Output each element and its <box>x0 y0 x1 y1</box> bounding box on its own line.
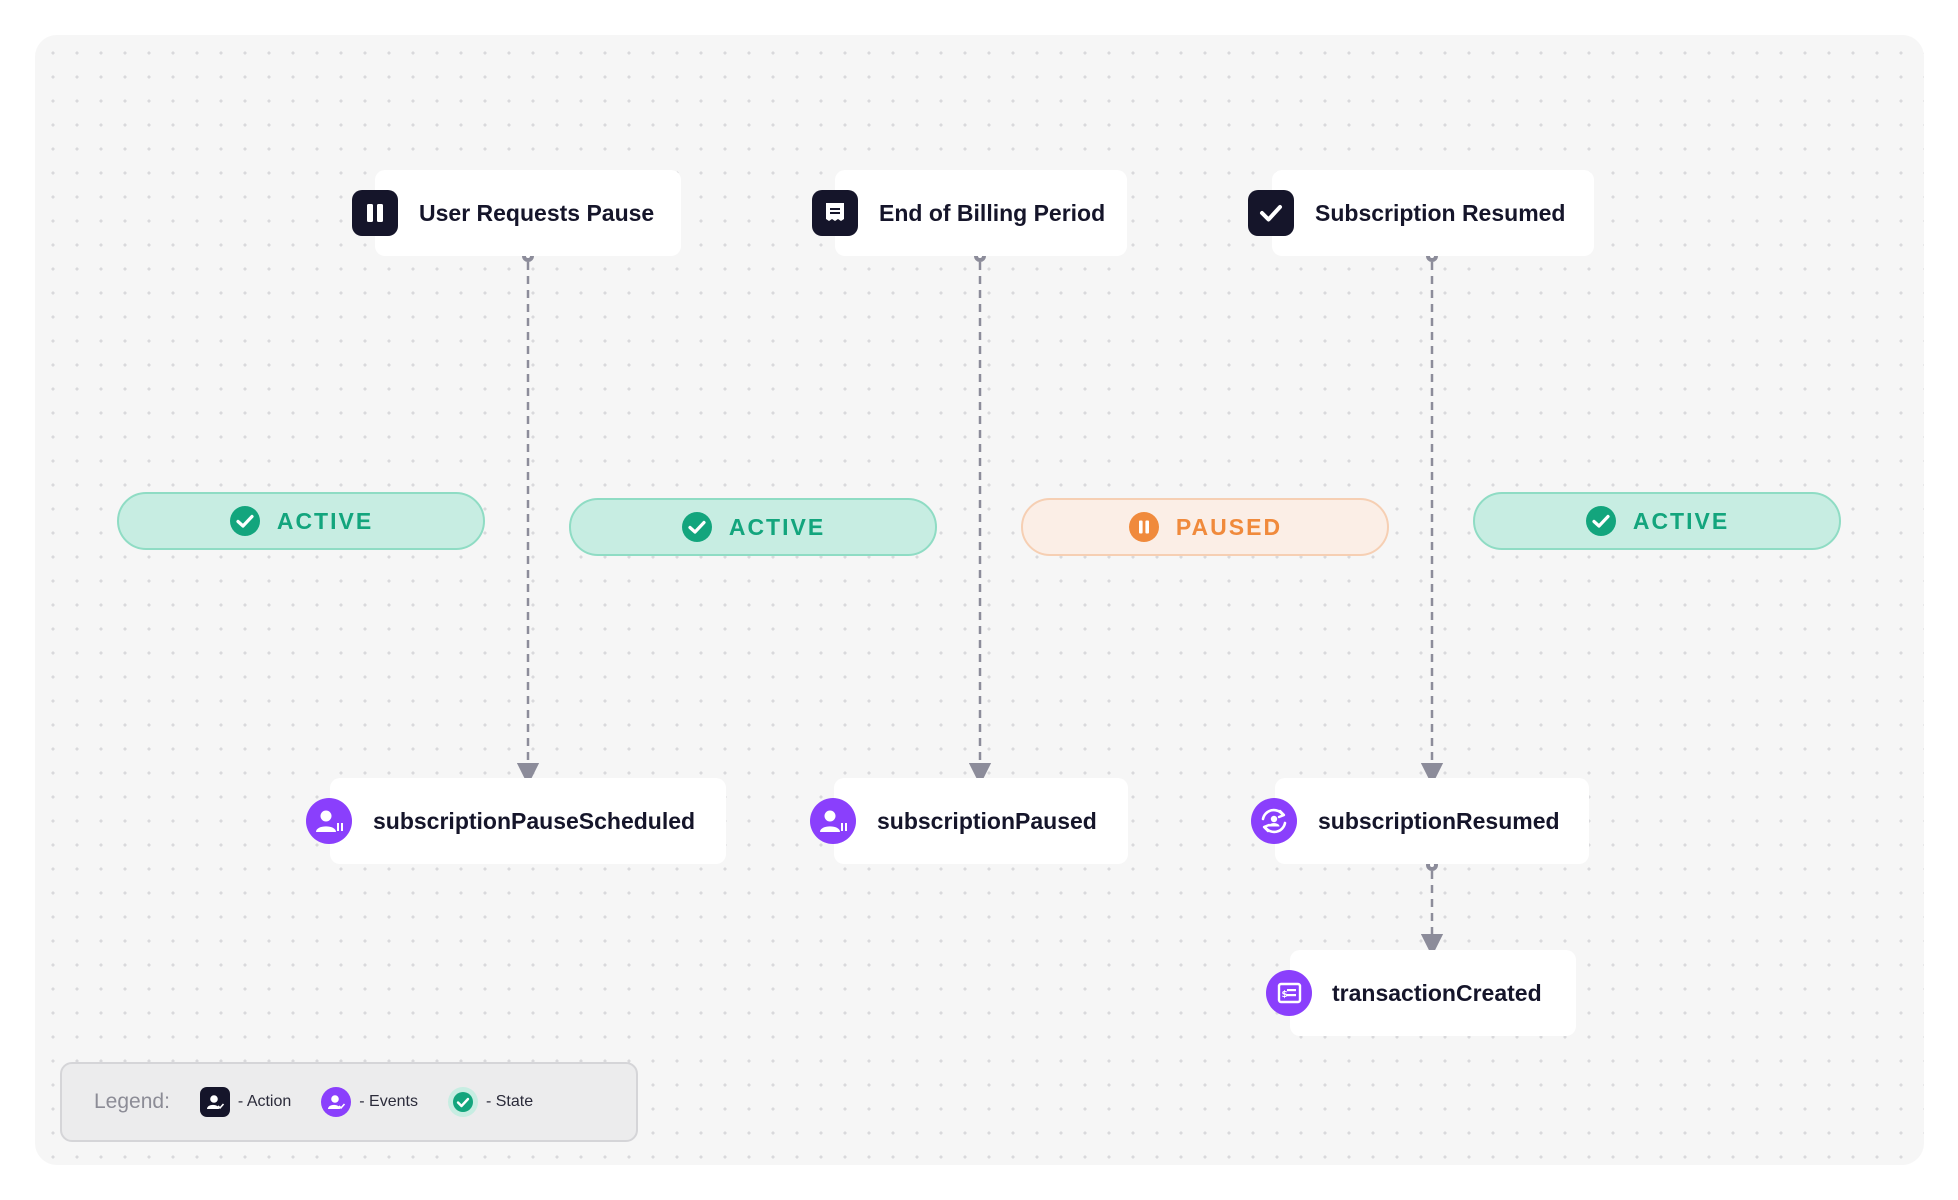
event-icon-wrapper: $ <box>1266 970 1312 1016</box>
legend-item-action: - Action <box>199 1087 292 1117</box>
event-icon-wrapper <box>1251 798 1297 844</box>
receipt-icon: $ <box>1266 970 1312 1016</box>
action-node-user-requests-pause[interactable]: User Requests Pause <box>375 170 681 256</box>
state-label: ACTIVE <box>1632 507 1730 534</box>
action-node-subscription-resumed[interactable]: Subscription Resumed <box>1272 170 1594 256</box>
user-pause-icon <box>810 798 856 844</box>
event-label: subscriptionPauseScheduled <box>373 807 696 834</box>
state-pill-active: ACTIVE <box>1473 492 1841 550</box>
action-icon-wrapper <box>1248 190 1294 236</box>
legend-item-events: - Events <box>321 1087 418 1117</box>
event-label: transactionCreated <box>1332 979 1542 1006</box>
state-pill-active: ACTIVE <box>117 492 485 550</box>
user-pause-icon <box>306 798 352 844</box>
legend-events-label: - Events <box>359 1093 418 1110</box>
action-label: Subscription Resumed <box>1315 199 1566 226</box>
event-node-subscription-resumed[interactable]: subscriptionResumed <box>1275 778 1589 864</box>
event-node-transaction-created[interactable]: transactionCreated <box>1290 950 1576 1036</box>
legend-state-label: - State <box>485 1093 534 1110</box>
checkmark-icon <box>1248 190 1294 236</box>
event-label: subscriptionPaused <box>877 807 1097 834</box>
event-node-subscription-paused[interactable]: subscriptionPaused <box>834 778 1128 864</box>
check-circle-icon <box>229 505 261 537</box>
check-circle-icon <box>681 511 713 543</box>
refresh-user-icon <box>1251 798 1297 844</box>
legend: Legend: - Action - Events - State <box>60 1062 638 1142</box>
legend-item-state: - State <box>447 1087 534 1117</box>
state-label: ACTIVE <box>276 507 374 534</box>
event-icon-wrapper <box>810 798 856 844</box>
invoice-icon <box>812 190 858 236</box>
state-pill-paused: PAUSED <box>1021 498 1389 556</box>
legend-title: Legend: <box>94 1090 170 1113</box>
action-icon-wrapper <box>352 190 398 236</box>
action-icon-wrapper <box>812 190 858 236</box>
state-pill-active: ACTIVE <box>569 498 937 556</box>
legend-action-label: - Action <box>237 1093 292 1110</box>
check-circle-icon <box>1585 505 1617 537</box>
event-label: subscriptionResumed <box>1318 807 1560 834</box>
events-legend-icon <box>321 1087 352 1117</box>
action-node-end-of-billing-period[interactable]: End of Billing Period <box>835 170 1127 256</box>
action-label: End of Billing Period <box>879 199 1106 226</box>
state-legend-icon <box>447 1087 478 1117</box>
action-label: User Requests Pause <box>419 199 655 226</box>
svg-text:$: $ <box>1282 990 1288 1000</box>
event-icon-wrapper <box>306 798 352 844</box>
action-legend-icon <box>199 1087 230 1117</box>
event-node-subscription-pause-scheduled[interactable]: subscriptionPauseScheduled <box>330 778 726 864</box>
pause-icon <box>352 190 398 236</box>
state-label: PAUSED <box>1175 513 1283 540</box>
state-label: ACTIVE <box>728 513 826 540</box>
pause-circle-icon <box>1128 511 1160 543</box>
